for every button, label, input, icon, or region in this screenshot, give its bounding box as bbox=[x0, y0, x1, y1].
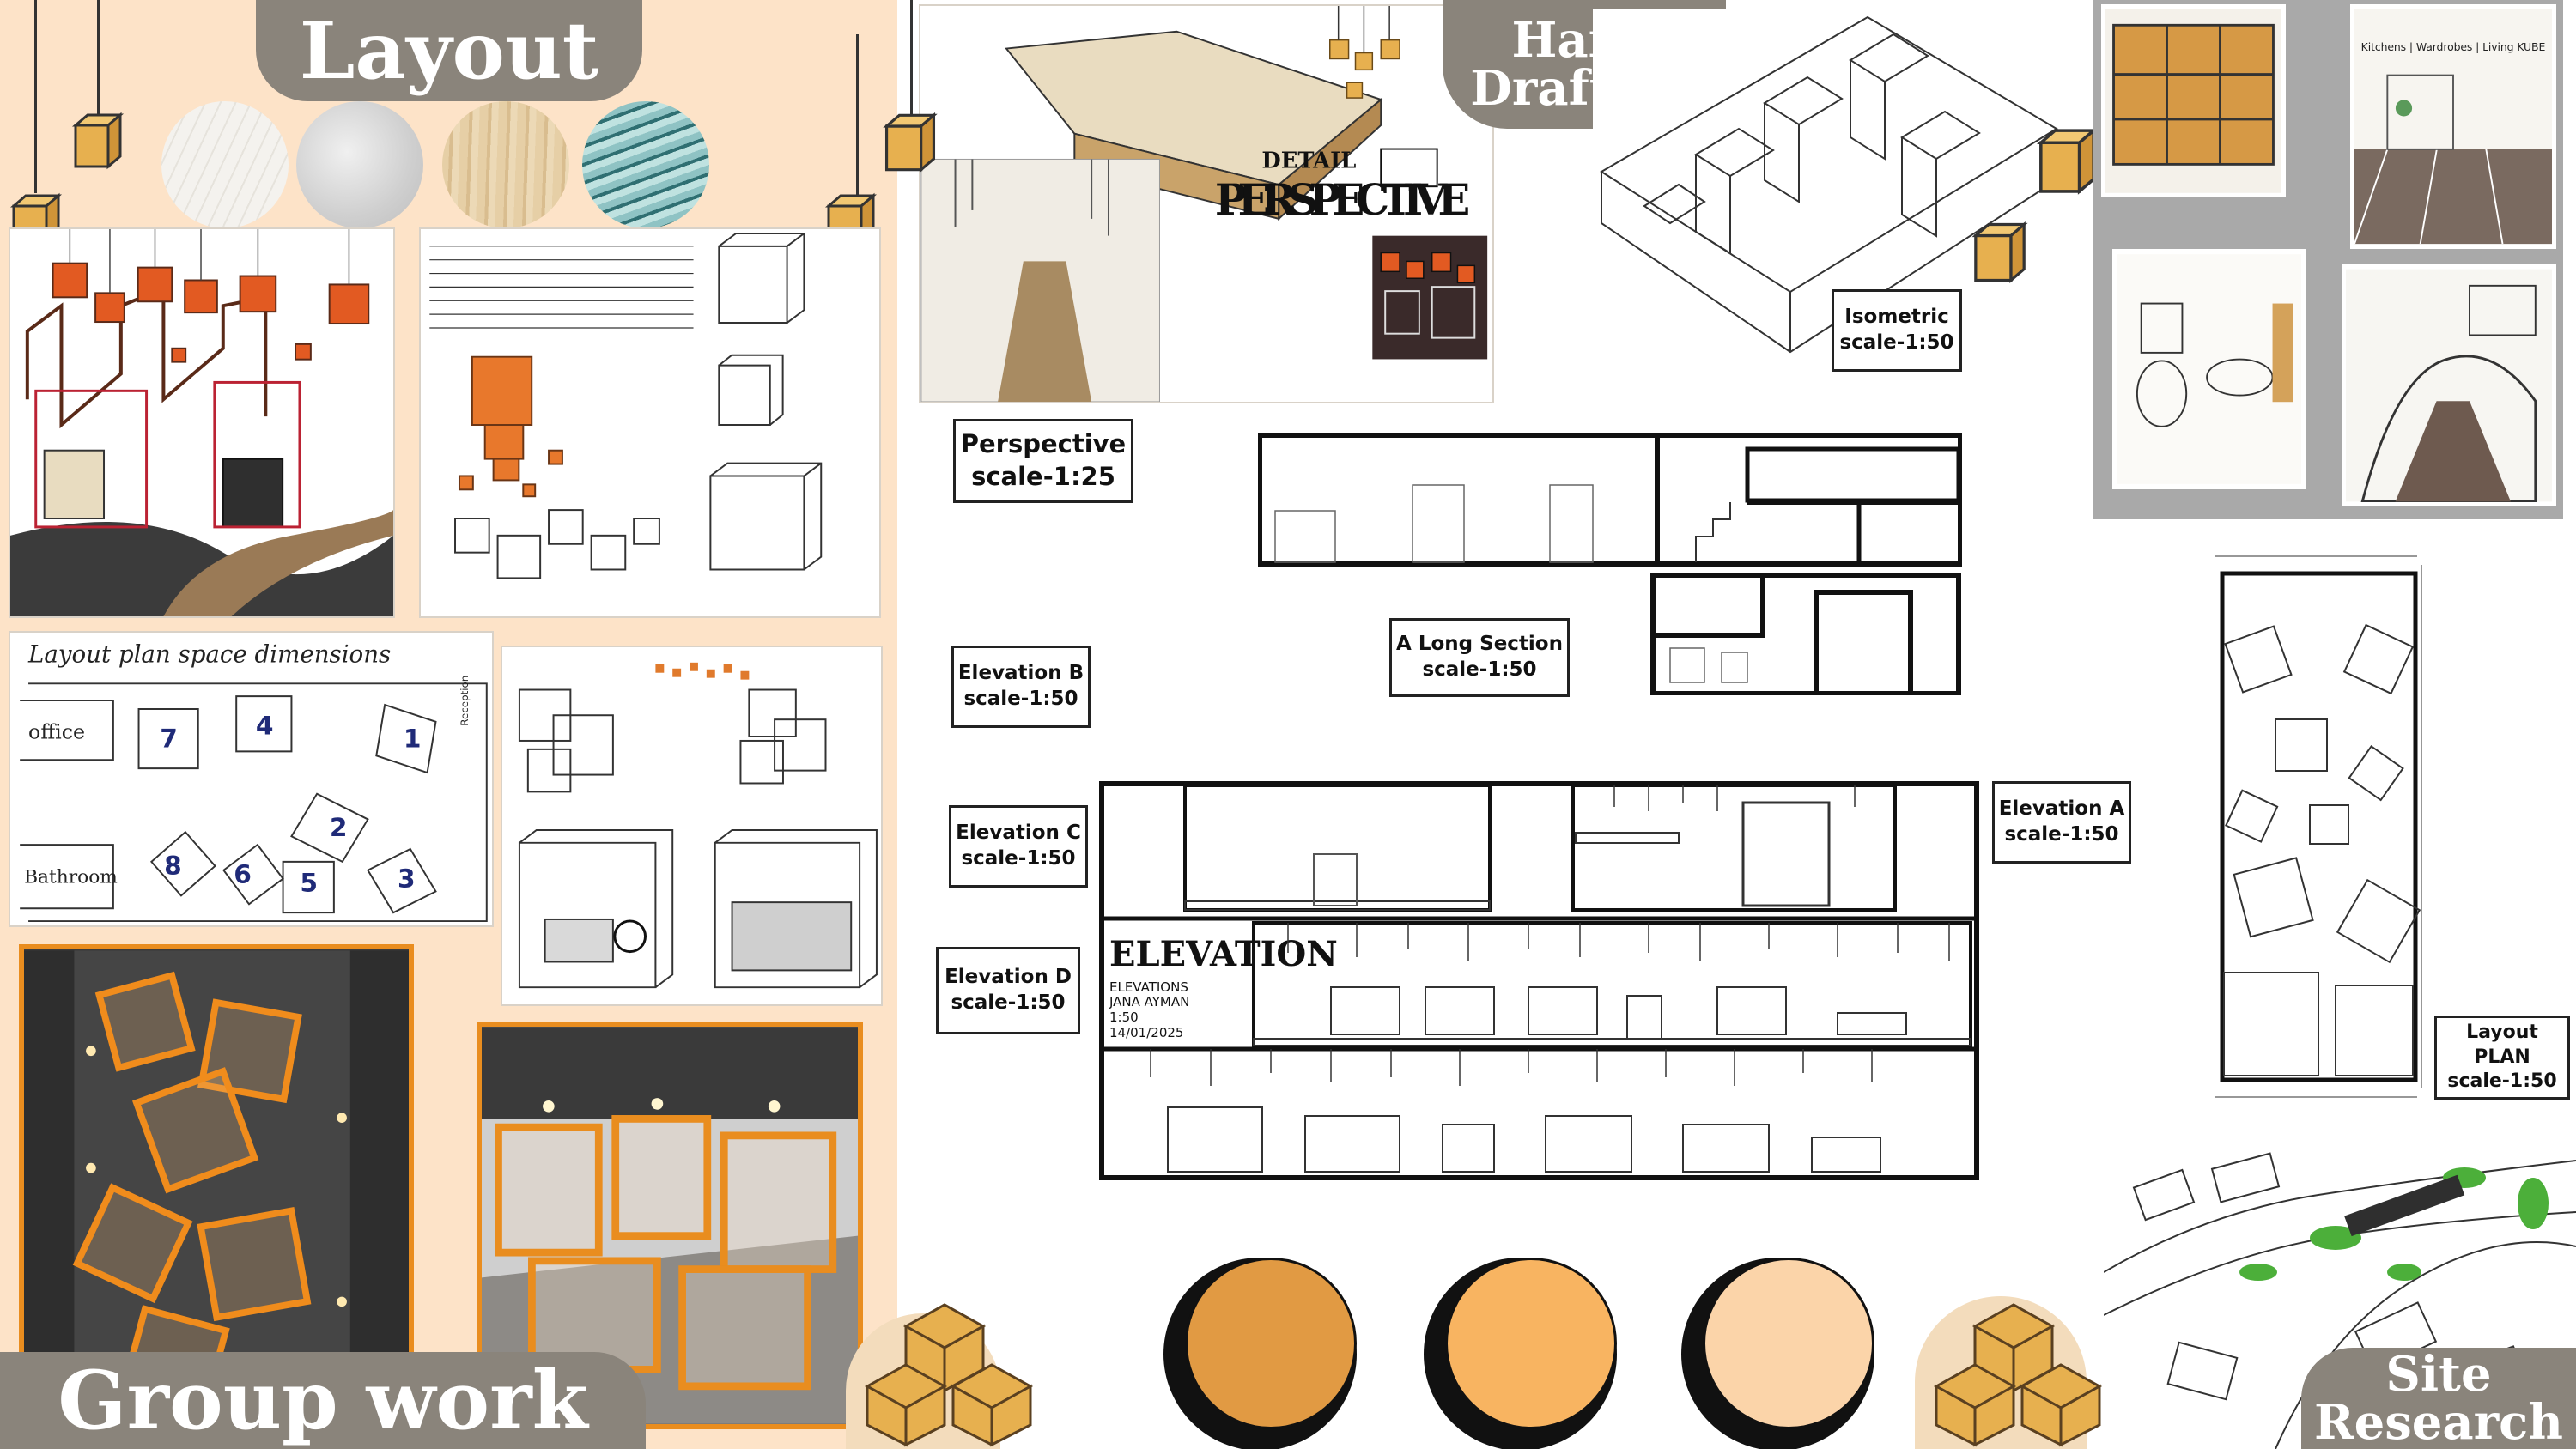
layout-plan-heading: Layout plan space dimensions bbox=[27, 640, 391, 669]
sketch-elevations: ELEVATION ELEVATIONS JANA AYMAN 1:50 14/… bbox=[1099, 781, 1979, 1180]
material-marble bbox=[296, 101, 423, 228]
label-elevation-d-scale: scale-1:50 bbox=[951, 991, 1066, 1014]
hanging-cube-icon bbox=[1966, 219, 2033, 286]
reference-photo-showroom: Kitchens | Wardrobes | Living KUBE bbox=[2350, 4, 2556, 249]
elevation-sub4: 14/01/2025 bbox=[1109, 1025, 1183, 1040]
swatch-orange bbox=[1445, 1258, 1617, 1429]
label-isometric-scale: scale-1:50 bbox=[1839, 331, 1954, 354]
elevation-heading: ELEVATION bbox=[1109, 934, 1338, 974]
zone-number: 2 bbox=[330, 812, 348, 842]
bathroom-label: Bathroom bbox=[24, 867, 118, 888]
label-long-section-scale: scale-1:50 bbox=[1422, 658, 1537, 681]
label-elevation-b-name: Elevation B bbox=[957, 662, 1084, 685]
elevation-sub2: JANA AYMAN bbox=[1109, 994, 1189, 1009]
cube-cluster-icon bbox=[859, 1292, 1043, 1447]
label-elevation-a: Elevation A scale-1:50 bbox=[1992, 781, 2131, 864]
label-long-section: A Long Section scale-1:50 bbox=[1389, 618, 1570, 697]
hanging-cord bbox=[910, 0, 913, 120]
material-glass bbox=[582, 101, 709, 228]
reference-photo-kitchen-top bbox=[2101, 4, 2286, 197]
title-group-work-text: Group work bbox=[58, 1353, 588, 1448]
material-light-wood bbox=[442, 101, 569, 228]
hanging-cord bbox=[856, 34, 859, 197]
sketch-red-cubes-perspective bbox=[9, 227, 395, 618]
label-perspective-name: Perspective bbox=[960, 429, 1127, 459]
sketch-cube-furniture bbox=[501, 646, 883, 1006]
label-layout-plan: Layout PLAN scale-1:50 bbox=[2434, 1016, 2570, 1100]
reception-label: Reception bbox=[459, 676, 471, 726]
hanging-cord bbox=[34, 0, 37, 193]
zone-number: 4 bbox=[256, 711, 274, 741]
label-elevation-b: Elevation B scale-1:50 bbox=[951, 646, 1091, 728]
zone-number: 5 bbox=[300, 867, 318, 897]
zone-number: 6 bbox=[234, 859, 252, 889]
hanging-cube-icon bbox=[878, 110, 943, 175]
label-elevation-d-name: Elevation D bbox=[945, 966, 1072, 989]
sketch-long-section bbox=[1258, 433, 1962, 695]
label-isometric-name: Isometric bbox=[1844, 306, 1949, 329]
sketch-layout-plan-dimensions: Layout plan space dimensions office Bath… bbox=[9, 631, 494, 927]
title-site-research-line1: Site bbox=[2385, 1346, 2492, 1403]
hanging-cube-icon bbox=[2031, 124, 2104, 197]
label-layout-plan-name: Layout PLAN bbox=[2466, 1022, 2538, 1068]
label-elevation-c: Elevation C scale-1:50 bbox=[949, 805, 1088, 888]
label-isometric: Isometric scale-1:50 bbox=[1832, 289, 1962, 372]
swatch-dark-orange bbox=[1185, 1258, 1357, 1429]
label-layout-plan-scale: scale-1:50 bbox=[2447, 1070, 2557, 1093]
office-label: office bbox=[28, 720, 85, 744]
photo-model-side-view bbox=[477, 1022, 863, 1429]
label-elevation-c-name: Elevation C bbox=[956, 822, 1081, 845]
zone-number: 3 bbox=[398, 864, 416, 894]
sketch-detail-perspective: DETAIL PERSPECTIVE bbox=[919, 4, 1494, 403]
photo-model-top-view bbox=[19, 944, 414, 1429]
sketch-isometric bbox=[1593, 9, 2061, 378]
sketch-layout-plan bbox=[2207, 530, 2426, 1114]
label-perspective: Perspective scale-1:25 bbox=[953, 419, 1133, 503]
title-site-research-line2: Research bbox=[2314, 1394, 2563, 1449]
zone-number: 7 bbox=[160, 723, 178, 753]
reference-photo-walkway bbox=[2342, 264, 2556, 506]
label-elevation-b-scale: scale-1:50 bbox=[963, 688, 1078, 710]
swatch-peach bbox=[1703, 1258, 1874, 1429]
label-perspective-scale: scale-1:25 bbox=[971, 462, 1115, 491]
hanging-cord bbox=[97, 0, 100, 116]
title-group-work: Group work bbox=[0, 1352, 646, 1449]
label-long-section-name: A Long Section bbox=[1396, 633, 1563, 656]
perspective-heading: PERSPECTIVE bbox=[1215, 174, 1470, 225]
sketch-orange-cubes bbox=[419, 227, 881, 618]
label-elevation-d: Elevation D scale-1:50 bbox=[936, 947, 1080, 1034]
zone-number: 8 bbox=[164, 851, 182, 881]
reference-photo-bathroom bbox=[2112, 249, 2306, 489]
cube-cluster-icon bbox=[1928, 1292, 2112, 1447]
detail-heading: DETAIL bbox=[1261, 148, 1356, 173]
material-white-tile bbox=[161, 101, 289, 228]
title-layout-text: Layout bbox=[299, 4, 599, 97]
elevation-sub3: 1:50 bbox=[1109, 1009, 1139, 1025]
title-site-research: Site Research bbox=[2301, 1348, 2576, 1449]
elevation-sub1: ELEVATIONS bbox=[1109, 979, 1188, 995]
label-elevation-c-scale: scale-1:50 bbox=[961, 847, 1076, 870]
label-elevation-a-scale: scale-1:50 bbox=[2004, 823, 2119, 846]
title-layout: Layout bbox=[256, 0, 642, 101]
hanging-cube-icon bbox=[67, 110, 129, 172]
kitchen-showroom-text: Kitchens | Wardrobes | Living KUBE bbox=[2361, 40, 2546, 54]
label-elevation-a-name: Elevation A bbox=[1998, 797, 2125, 821]
zone-number: 1 bbox=[404, 723, 422, 753]
